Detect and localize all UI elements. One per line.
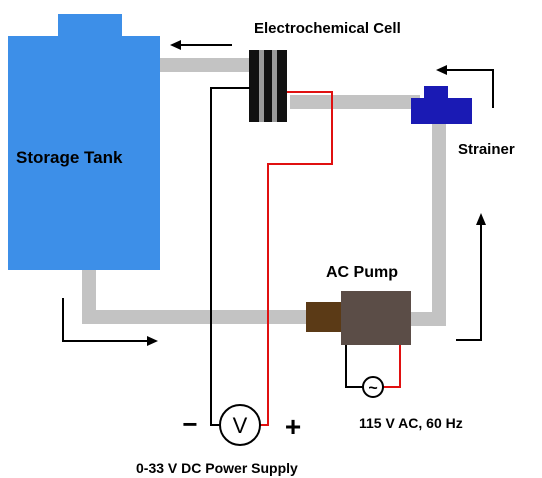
cell-plate-2 [264, 50, 272, 122]
pump-label: AC Pump [326, 264, 398, 281]
wire-positive [260, 91, 333, 426]
arrow-icon [436, 65, 494, 108]
dc-power-supply: V − + 0-33 V DC Power Supply [136, 404, 301, 476]
pipe-tank-to-pump [82, 310, 310, 324]
pipes [82, 58, 446, 326]
ac-supply: ~ 115 V AC, 60 Hz [359, 376, 463, 431]
voltmeter-icon [219, 404, 261, 446]
electrochemical-cell: Electrochemical Cell [249, 20, 401, 122]
pipe-strainer-riser [432, 118, 446, 326]
arrow-icon [456, 213, 486, 341]
storage-tank-label: Storage Tank [16, 148, 123, 167]
ac-symbol: ~ [368, 380, 377, 397]
pump-inlet [306, 302, 343, 332]
pipe-tank-outlet-vertical [82, 268, 96, 323]
wire-ac-right [382, 345, 401, 388]
wiring [210, 87, 401, 426]
pipe-cell-to-strainer [290, 95, 420, 109]
cell-plate-3 [277, 50, 287, 122]
plus-sign: + [285, 411, 301, 442]
voltmeter-symbol: V [233, 413, 248, 438]
cell-plate-1 [249, 50, 259, 122]
wire-ac-left [345, 345, 364, 388]
cell-label: Electrochemical Cell [254, 20, 401, 37]
pipe-pump-outlet [408, 312, 446, 326]
wire-negative [210, 87, 250, 426]
arrow-icon [170, 40, 232, 50]
flow-arrows [62, 40, 494, 346]
arrow-icon [62, 298, 158, 346]
ac-source-icon [362, 376, 384, 398]
strainer-top [424, 86, 448, 100]
strainer: Strainer [411, 86, 515, 158]
strainer-label: Strainer [458, 141, 515, 158]
storage-tank-body [8, 36, 160, 270]
pipe-tank-to-cell [160, 58, 250, 72]
cell-separator-2 [272, 50, 277, 122]
strainer-body [411, 98, 472, 124]
pump-body [341, 291, 411, 345]
cell-separator-1 [259, 50, 264, 122]
ac-pump: AC Pump [306, 264, 411, 345]
dc-supply-label: 0-33 V DC Power Supply [136, 460, 298, 476]
minus-sign: − [182, 409, 197, 439]
ac-supply-label: 115 V AC, 60 Hz [359, 415, 463, 431]
storage-tank: Storage Tank [8, 14, 160, 270]
